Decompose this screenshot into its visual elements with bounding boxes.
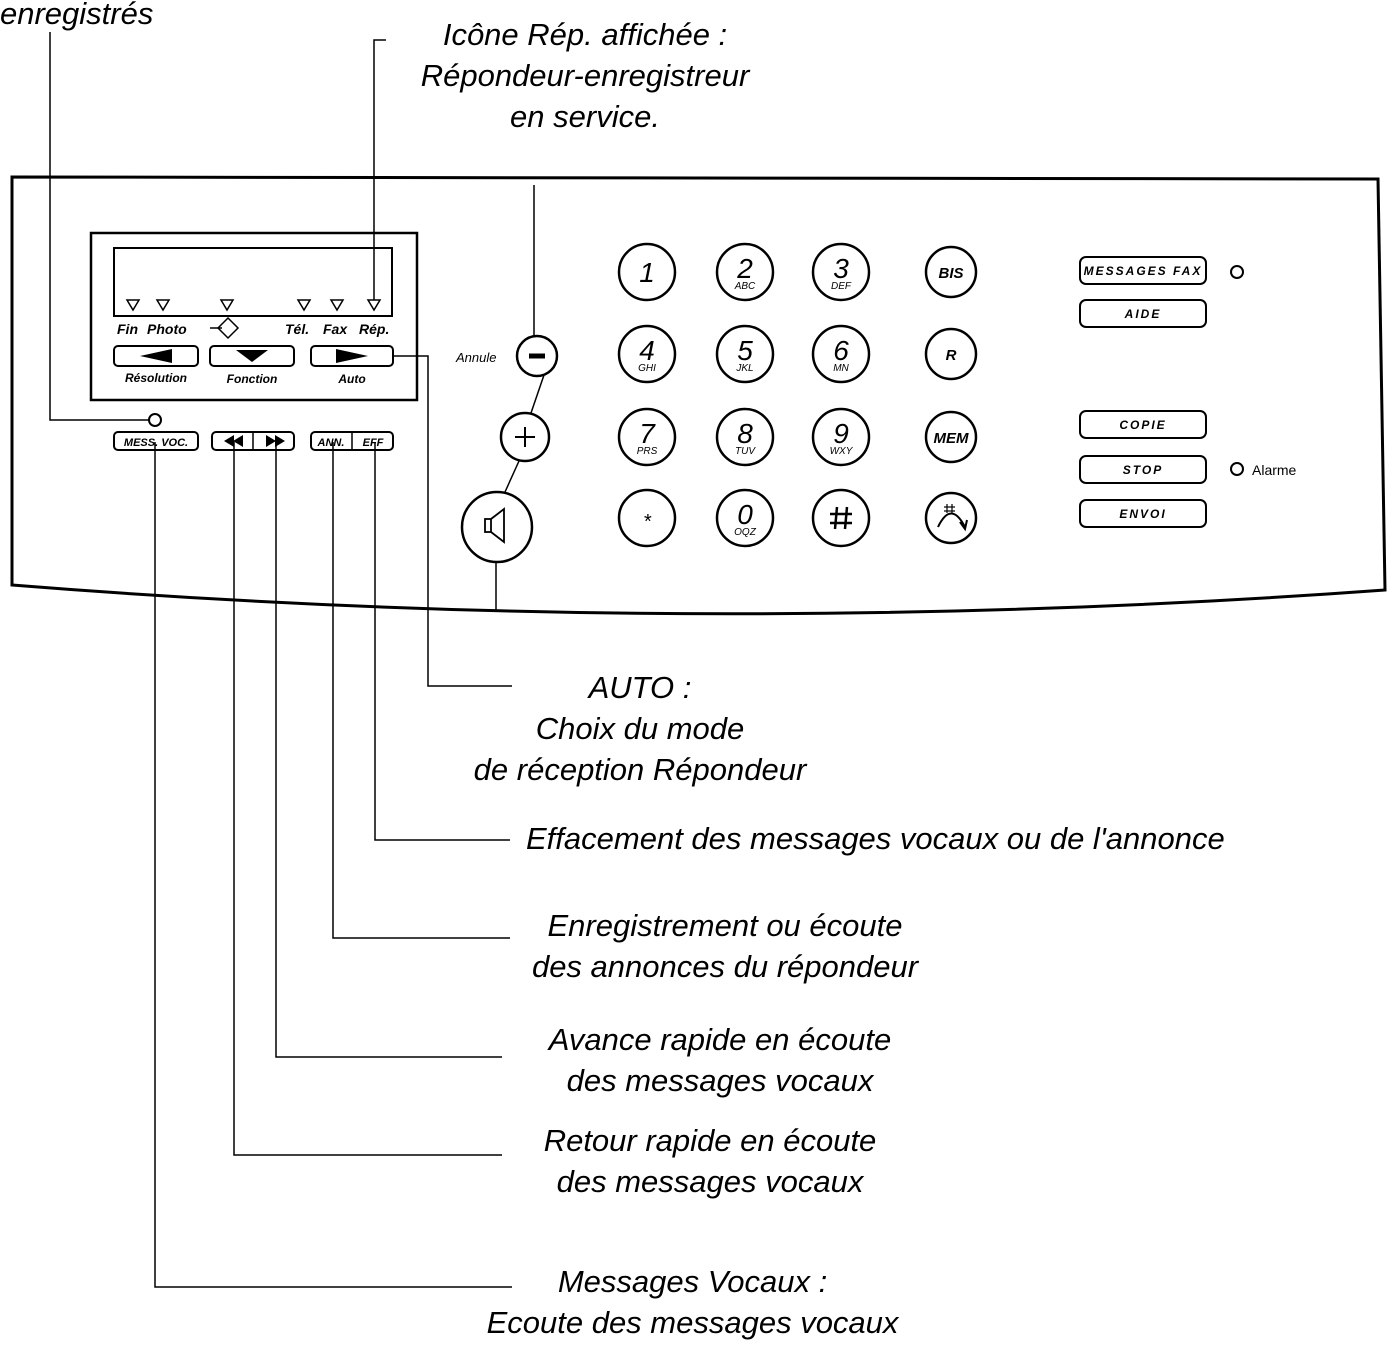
function-arrow-icon bbox=[210, 316, 240, 340]
rewind-icon[interactable] bbox=[224, 435, 243, 447]
nav-label-fonction: Fonction bbox=[227, 372, 278, 386]
key-digit: 6 bbox=[833, 335, 849, 366]
caption-ann: Enregistrement ou écoute des annonces du… bbox=[531, 908, 919, 984]
nav-down-button[interactable] bbox=[209, 345, 295, 367]
key-digit: 7 bbox=[639, 418, 656, 449]
key-letters: MN bbox=[833, 363, 849, 374]
button-label: AIDE bbox=[1124, 307, 1162, 321]
caption-auto: AUTO : Choix du mode de réception Répond… bbox=[473, 670, 807, 787]
messages-fax-led bbox=[1230, 265, 1244, 279]
aide-button[interactable]: AIDE bbox=[1079, 299, 1207, 328]
key-letters: PRS bbox=[637, 446, 658, 457]
key-label: BIS bbox=[938, 265, 963, 282]
caption-mess: Messages Vocaux : Ecoute des messages vo… bbox=[486, 1264, 899, 1340]
button-label: MESSAGES FAX bbox=[1084, 264, 1203, 278]
nav-label-auto: Auto bbox=[337, 372, 365, 386]
key-digit: 4 bbox=[639, 335, 655, 366]
key-6[interactable]: 6MN bbox=[811, 324, 871, 384]
mess-voc-label: MESS. VOC. bbox=[124, 437, 188, 449]
key-letters: TUV bbox=[735, 446, 756, 457]
key-1[interactable]: 1 bbox=[617, 242, 677, 302]
function-keys: BIS R MEM bbox=[924, 245, 978, 464]
hook-arrow-button[interactable] bbox=[924, 491, 978, 545]
rewind-forward-button[interactable] bbox=[211, 431, 295, 451]
volume-minus-button[interactable] bbox=[515, 334, 559, 378]
key-letters: GHI bbox=[638, 363, 656, 374]
key-letters: OQZ bbox=[734, 527, 757, 538]
button-label: STOP bbox=[1123, 463, 1163, 477]
key-digit: 3 bbox=[833, 253, 849, 284]
nav-right-button[interactable] bbox=[310, 345, 394, 367]
key-digit: 0 bbox=[737, 499, 753, 530]
speaker-icon bbox=[484, 507, 505, 544]
nav-left-button[interactable] bbox=[113, 345, 199, 367]
ann-eff-button[interactable]: ANN. EFF bbox=[310, 431, 394, 451]
stop-button[interactable]: STOP bbox=[1079, 455, 1207, 484]
display-frame bbox=[89, 231, 419, 402]
right-buttons: MESSAGES FAX AIDE COPIE STOP ENVOI bbox=[1079, 256, 1207, 528]
key-label: MEM bbox=[934, 430, 970, 447]
messages-fax-button[interactable]: MESSAGES FAX bbox=[1079, 256, 1207, 285]
icon-label-fax: Fax bbox=[323, 321, 348, 337]
key-star[interactable]: * bbox=[617, 488, 677, 548]
icon-label-tel: Tél. bbox=[285, 321, 309, 337]
key-digit: 5 bbox=[737, 335, 753, 366]
annule-label: Annule bbox=[455, 350, 496, 365]
caption-enregistres: enregistrés bbox=[0, 0, 154, 31]
key-bis[interactable]: BIS bbox=[924, 245, 978, 299]
lcd-screen bbox=[113, 247, 393, 317]
key-letters: JKL bbox=[735, 363, 753, 374]
key-digit: 2 bbox=[736, 253, 753, 284]
volume-plus-button[interactable] bbox=[499, 411, 551, 463]
icon-label-rep: Rép. bbox=[359, 321, 389, 337]
key-letters: WXY bbox=[830, 446, 854, 457]
button-label: ENVOI bbox=[1119, 507, 1166, 521]
key-r[interactable]: R bbox=[924, 327, 978, 381]
caption-rew: Retour rapide en écoute des messages voc… bbox=[543, 1123, 877, 1199]
caption-eff: Effacement des messages vocaux ou de l'a… bbox=[526, 821, 1225, 856]
ann-label: ANN. bbox=[317, 437, 345, 449]
icon-label-fin: Fin bbox=[117, 321, 138, 337]
leader-lines bbox=[49, 32, 545, 1288]
caption-rep-icon: Icône Rép. affichée : Répondeur-enregist… bbox=[420, 17, 750, 134]
key-letters: ABC bbox=[734, 281, 756, 292]
key-label: R bbox=[946, 347, 957, 364]
key-hash[interactable] bbox=[811, 488, 871, 548]
key-digit: 8 bbox=[737, 418, 753, 449]
panel-outline bbox=[10, 175, 1387, 616]
caption-ff: Avance rapide en écoute des messages voc… bbox=[548, 1022, 892, 1098]
key-letters: DEF bbox=[831, 281, 852, 292]
icon-label-photo: Photo bbox=[147, 321, 187, 337]
button-label: COPIE bbox=[1119, 418, 1166, 432]
key-mem[interactable]: MEM bbox=[924, 410, 978, 464]
mess-voc-led bbox=[148, 413, 162, 427]
fast-forward-icon[interactable] bbox=[266, 435, 285, 447]
hash-icon bbox=[830, 506, 852, 530]
eff-label: EFF bbox=[363, 437, 384, 449]
hash-mini-icon bbox=[944, 504, 955, 513]
nav-label-resolution: Résolution bbox=[125, 371, 187, 385]
key-digit: * bbox=[643, 511, 652, 533]
alarm-led bbox=[1230, 462, 1244, 476]
mess-voc-button[interactable]: MESS. VOC. bbox=[113, 431, 199, 451]
speaker-button[interactable] bbox=[460, 490, 534, 564]
status-triangles bbox=[125, 299, 382, 312]
envoi-button[interactable]: ENVOI bbox=[1079, 499, 1207, 528]
key-digit: 1 bbox=[639, 257, 655, 288]
alarm-label: Alarme bbox=[1252, 462, 1297, 478]
key-digit: 9 bbox=[833, 418, 849, 449]
copie-button[interactable]: COPIE bbox=[1079, 410, 1207, 439]
